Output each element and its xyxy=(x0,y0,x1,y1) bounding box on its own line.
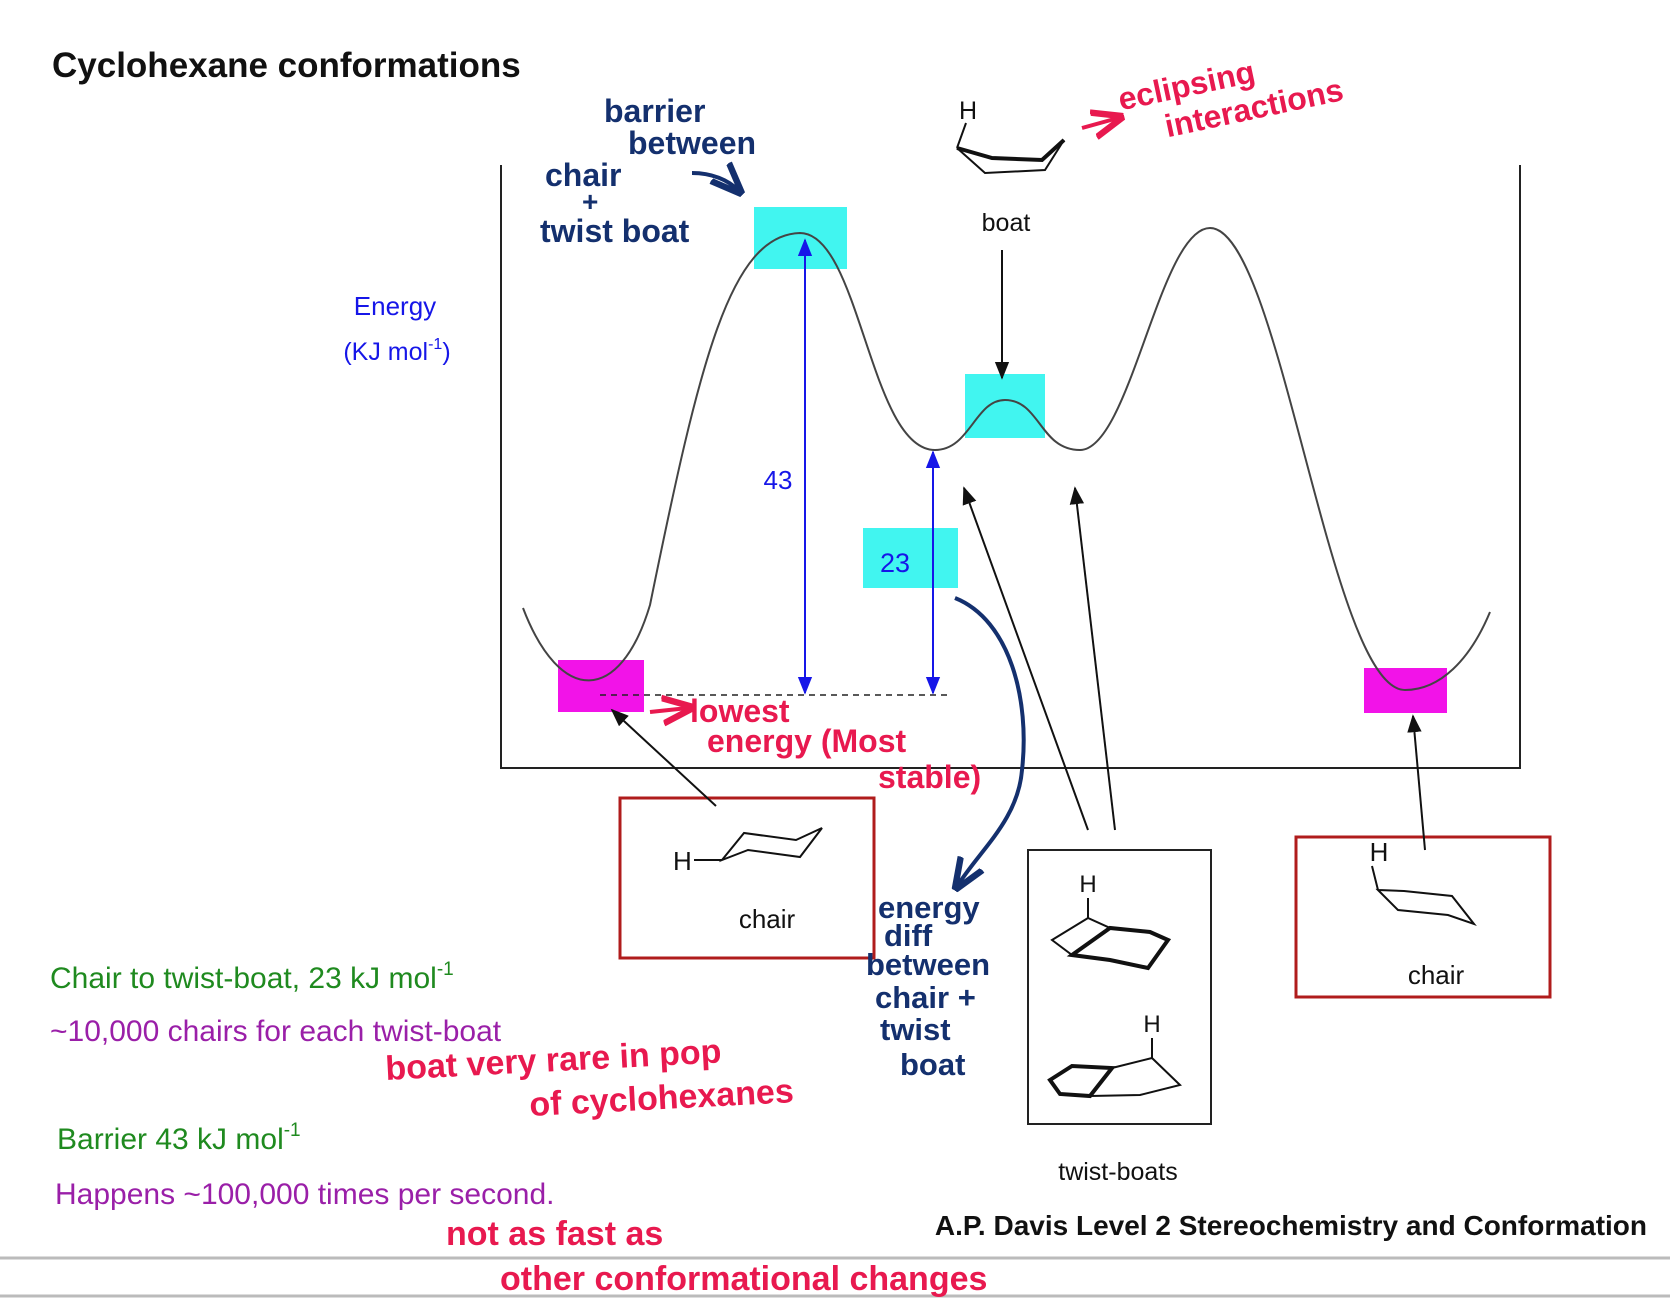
svg-text:between: between xyxy=(866,947,990,982)
arrow-twist-1 xyxy=(962,486,1089,831)
svg-text:stable): stable) xyxy=(878,759,981,795)
svg-text:lowest: lowest xyxy=(690,693,790,729)
arrow-chair-left xyxy=(610,708,717,807)
note-chair-to-twist: Chair to twist-boat, 23 kJ mol-1 xyxy=(50,959,454,995)
svg-text:other conformational changes: other conformational changes xyxy=(500,1260,987,1298)
twist-boats-box xyxy=(1027,849,1212,1125)
boat-label: boat xyxy=(982,209,1031,237)
svg-text:barrier: barrier xyxy=(604,93,705,129)
annotation-lowest-arrow xyxy=(649,708,688,712)
boat-h-label: H xyxy=(959,97,977,125)
annotation-lowest-energy: lowest energy (Most stable) xyxy=(690,693,981,795)
chair-left-label: chair xyxy=(739,904,796,934)
svg-text:energy (Most: energy (Most xyxy=(707,723,906,759)
arrow-chair-right xyxy=(1407,714,1426,851)
annotation-energy-diff-arrow xyxy=(955,596,1026,885)
svg-text:chair: chair xyxy=(545,157,621,193)
footer-credit: A.P. Davis Level 2 Stereochemistry and C… xyxy=(935,1210,1647,1241)
highlight-left-minimum xyxy=(558,660,644,712)
y-axis-label: Energy xyxy=(354,291,436,321)
chair-left-structure xyxy=(694,827,823,863)
chair-right-h: H xyxy=(1370,837,1389,867)
plot-frame xyxy=(500,165,1521,769)
chair-right-structure xyxy=(1371,865,1477,927)
twist-boat-structure-2 xyxy=(1047,1038,1182,1099)
energy-curve xyxy=(522,226,1491,692)
svg-text:not as fast as: not as fast as xyxy=(446,1215,663,1253)
svg-text:boat: boat xyxy=(900,1047,965,1082)
annotation-barrier-arrow xyxy=(691,173,738,190)
svg-text:twist boat: twist boat xyxy=(540,213,690,249)
page-title: Cyclohexane conformations xyxy=(52,46,521,85)
chair-right-label: chair xyxy=(1408,960,1465,990)
chair-left-h: H xyxy=(673,846,692,876)
boat-structure xyxy=(956,122,1066,175)
svg-text:twist: twist xyxy=(880,1012,951,1047)
note-ratio: ~10,000 chairs for each twist-boat xyxy=(50,1015,502,1048)
svg-text:+: + xyxy=(582,186,598,217)
svg-text:between: between xyxy=(628,125,756,161)
note-barrier: Barrier 43 kJ mol-1 xyxy=(57,1120,301,1156)
twist-boats-label: twist-boats xyxy=(1058,1158,1177,1186)
annotation-eclipsing-arrow xyxy=(1081,118,1118,128)
annotation-barrier: barrier between chair + twist boat xyxy=(540,93,756,249)
arrow-twist-2 xyxy=(1069,486,1116,831)
annotation-eclipsing: eclipsing interactions xyxy=(1115,53,1347,144)
annotation-boat-rare: boat very rare in pop of cyclohexanes xyxy=(384,1032,794,1124)
svg-text:chair +: chair + xyxy=(875,980,976,1015)
svg-text:of cyclohexanes: of cyclohexanes xyxy=(528,1072,794,1124)
label-23: 23 xyxy=(880,548,910,578)
highlight-boat-bump xyxy=(965,374,1045,438)
label-43: 43 xyxy=(764,465,793,495)
twist-boat-structure-1 xyxy=(1050,898,1172,971)
svg-text:diff: diff xyxy=(884,918,933,953)
annotation-not-fast: not as fast as other conformational chan… xyxy=(446,1215,987,1298)
twist-h-1: H xyxy=(1079,871,1096,898)
annotation-energy-diff: energy diff between chair + twist boat xyxy=(866,890,990,1082)
chair-left-box xyxy=(618,796,876,960)
twist-h-2: H xyxy=(1143,1011,1160,1038)
highlight-23 xyxy=(863,528,958,588)
note-rate: Happens ~100,000 times per second. xyxy=(55,1178,555,1211)
y-axis-unit: (KJ mol-1) xyxy=(343,336,450,366)
